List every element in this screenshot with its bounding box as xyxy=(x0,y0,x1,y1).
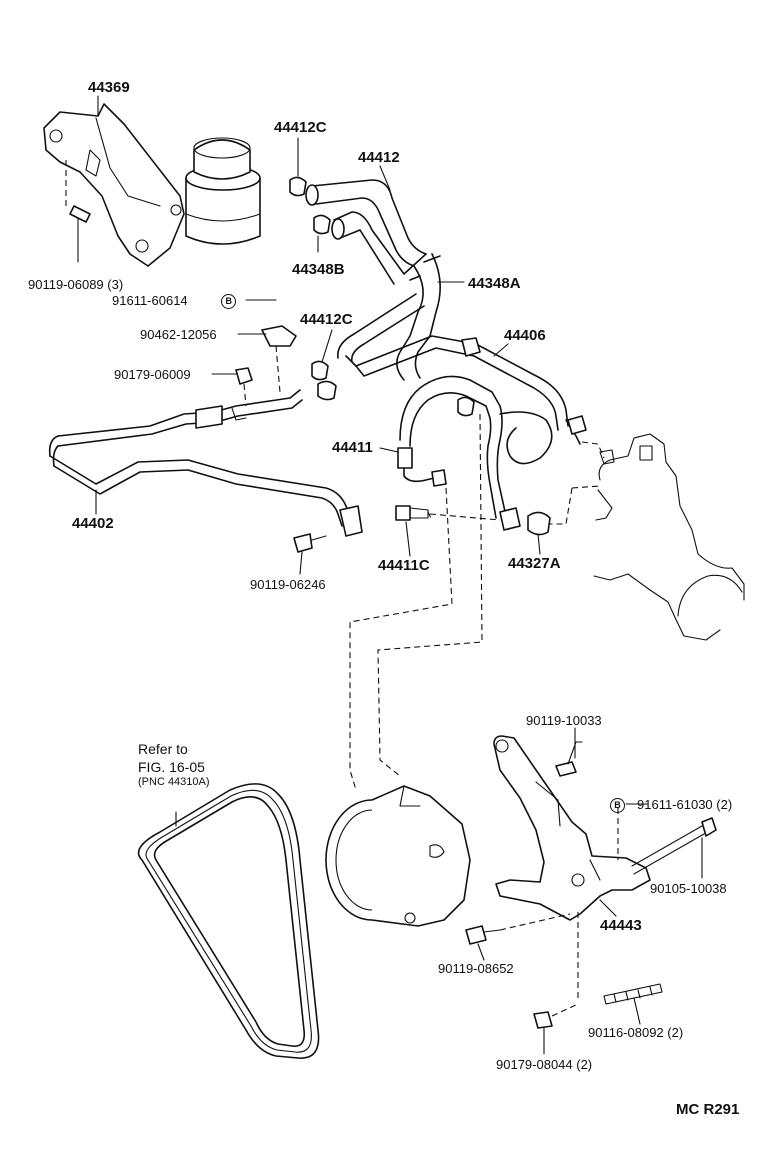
figure-code: MC R291 xyxy=(676,1101,740,1118)
label-44327a: 44327A xyxy=(508,555,561,572)
nut-90179-08044 xyxy=(533,1003,579,1029)
label-90119-06246: 90119-06246 xyxy=(250,577,326,592)
bolt-90119-06089 xyxy=(65,160,91,245)
union-bolt-44411c xyxy=(395,505,501,521)
label-44369: 44369 xyxy=(88,79,130,96)
label-44412: 44412 xyxy=(358,149,400,166)
label-90119-10033: 90119-10033 xyxy=(526,713,602,728)
pressure-tube-44406 xyxy=(345,335,605,459)
relation-lines xyxy=(349,413,483,791)
clamp-44412c-mid xyxy=(311,360,337,401)
label-44411c: 44411C xyxy=(378,557,430,574)
label-90179-08044: 90179-08044 (2) xyxy=(496,1057,593,1072)
refer-line-3: (PNC 44310A) xyxy=(138,776,210,788)
label-90119-08652: 90119-08652 xyxy=(438,961,514,976)
refer-line-1: Refer to xyxy=(138,741,188,757)
nut-90179-06009 xyxy=(235,367,253,407)
pressure-hose-44411 xyxy=(397,375,553,531)
leader-lines xyxy=(77,95,703,1055)
label-44443: 44443 xyxy=(600,917,642,934)
clamp-44412c-top xyxy=(289,176,307,197)
steering-gear xyxy=(550,433,745,641)
clamp-44406 xyxy=(457,396,475,417)
label-90105-10038: 90105-10038 xyxy=(650,881,727,896)
bolt-90119-10033 xyxy=(555,741,583,777)
drive-belt xyxy=(137,783,320,1059)
circle-b-marker: B xyxy=(610,798,625,814)
label-90179-06009: 90179-06009 xyxy=(114,367,191,382)
clamp-44327a xyxy=(527,511,551,536)
label-90116-08092: 90116-08092 (2) xyxy=(588,1025,684,1040)
label-44411: 44411 xyxy=(332,439,373,456)
clamp-44348b xyxy=(313,214,331,235)
label-44348a: 44348A xyxy=(468,275,521,292)
bolt-90105-10038 xyxy=(617,808,717,875)
stud-90116-08092 xyxy=(577,912,663,1005)
label-90462-12056: 90462-12056 xyxy=(140,327,217,342)
label-44412c-top: 44412C xyxy=(274,119,327,136)
power-steering-pump xyxy=(325,785,471,927)
label-44402: 44402 xyxy=(72,515,114,532)
return-hose-44412 xyxy=(305,179,427,285)
label-91611-60614: 91611-60614 B xyxy=(112,294,237,310)
label-90119-06089: 90119-06089 (3) xyxy=(28,277,124,292)
fluid-reservoir xyxy=(185,137,261,245)
bolt-90119-08652 xyxy=(465,913,571,945)
reservoir-bracket xyxy=(43,103,185,267)
label-44348b: 44348B xyxy=(292,261,345,278)
label-44412c-mid: 44412C xyxy=(300,311,353,328)
circle-b-marker: B xyxy=(221,294,237,310)
label-44406: 44406 xyxy=(504,327,546,344)
pump-bracket-44443 xyxy=(493,735,651,921)
clip-90462-12056 xyxy=(261,325,297,393)
bolt-90119-06246 xyxy=(293,533,327,553)
return-tube-44402 xyxy=(48,389,363,537)
hose-44348a xyxy=(337,253,441,381)
refer-line-2: FIG. 16-05 xyxy=(138,759,205,775)
